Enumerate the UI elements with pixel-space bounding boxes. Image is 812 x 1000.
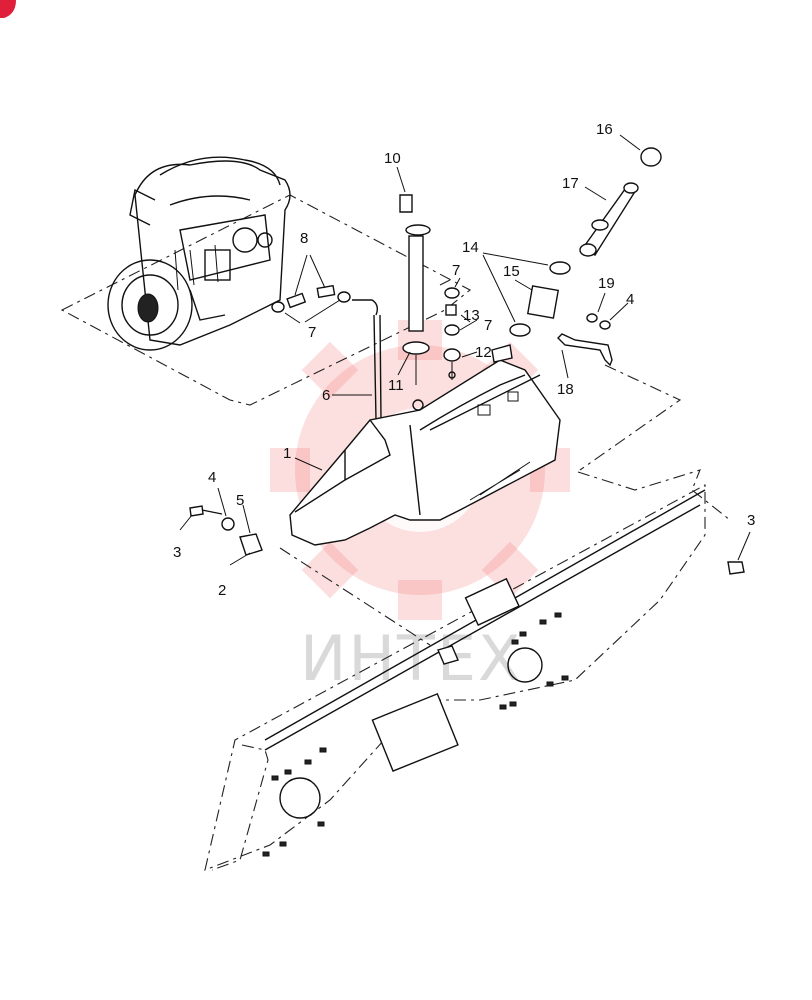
fuel-sender-unit bbox=[399, 194, 431, 385]
callout-5: 5 bbox=[236, 492, 244, 509]
callout-16: 16 bbox=[596, 121, 613, 138]
callout-8: 8 bbox=[300, 230, 308, 247]
vent-fittings bbox=[443, 287, 461, 380]
callout-7-upper: 7 bbox=[452, 262, 460, 279]
callout-3-left: 3 bbox=[173, 544, 181, 561]
frame-rail bbox=[204, 484, 706, 871]
callout-6: 6 bbox=[322, 387, 330, 404]
callout-7-lower: 7 bbox=[484, 317, 492, 334]
callout-4-left: 4 bbox=[208, 469, 216, 486]
watermark-text: ИНТЕХ bbox=[300, 622, 523, 695]
callout-12: 12 bbox=[475, 344, 492, 361]
engine-icon bbox=[107, 156, 291, 351]
callout-14: 14 bbox=[462, 239, 479, 256]
callout-19: 19 bbox=[598, 275, 615, 292]
callout-13: 13 bbox=[463, 307, 480, 324]
callout-2: 2 bbox=[218, 582, 226, 599]
tank-strap bbox=[557, 333, 613, 367]
callout-10: 10 bbox=[384, 150, 401, 167]
callout-17: 17 bbox=[562, 175, 579, 192]
corner-badge-icon bbox=[0, 0, 16, 18]
mount-bolt-right bbox=[727, 561, 745, 575]
callout-labels: 1 2 3 3 4 4 5 6 7 7 7 8 10 11 12 13 14 1… bbox=[173, 121, 755, 599]
callout-3-right: 3 bbox=[747, 512, 755, 529]
leader-lines bbox=[179, 134, 751, 566]
fuel-tube-6 bbox=[373, 314, 382, 421]
fuel-tank bbox=[289, 359, 561, 546]
mount-bolt-left bbox=[189, 505, 263, 556]
filler-assembly bbox=[491, 261, 571, 363]
hose-fittings bbox=[271, 284, 379, 316]
callout-1: 1 bbox=[283, 445, 291, 462]
callout-4-right: 4 bbox=[626, 291, 634, 308]
tank-frame-outline bbox=[279, 469, 731, 646]
fuel-cap-and-neck bbox=[579, 147, 662, 257]
callout-11: 11 bbox=[388, 377, 404, 394]
callout-15: 15 bbox=[503, 263, 520, 280]
callout-18: 18 bbox=[557, 381, 574, 398]
callout-7-engine: 7 bbox=[308, 324, 316, 341]
